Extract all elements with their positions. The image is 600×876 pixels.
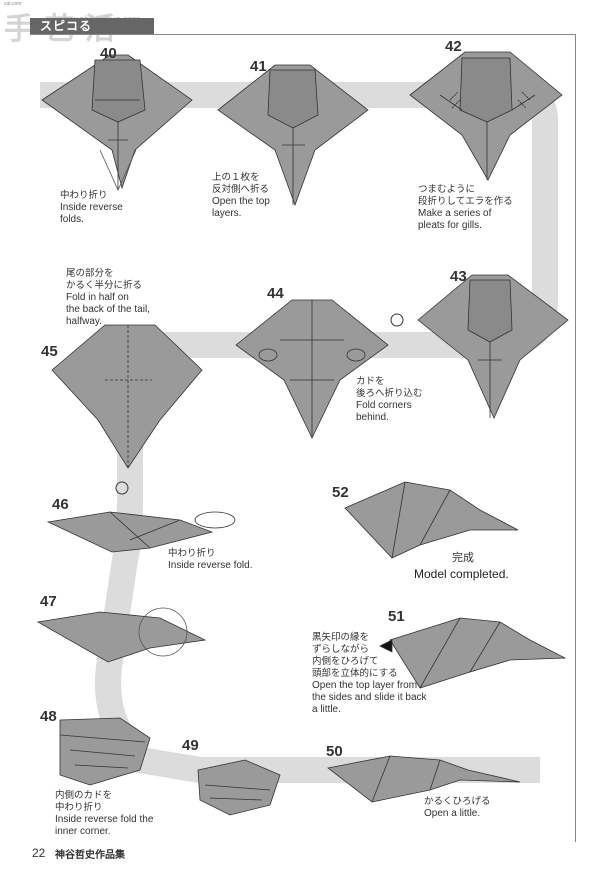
model-step-50 <box>327 755 521 803</box>
caption-jp: カドを 後ろへ折り込む <box>356 376 423 399</box>
model-step-40 <box>41 54 193 191</box>
caption-en: Open the top layer from the sides and sl… <box>312 680 427 715</box>
caption-jp: 上の１枚を 反対側へ折る <box>212 172 270 195</box>
header-bar <box>30 18 154 34</box>
step-number-50: 50 <box>326 743 343 760</box>
step-number-41: 41 <box>250 58 267 75</box>
top-tag: cut.com <box>4 1 22 7</box>
step-number-45: 45 <box>41 343 58 360</box>
caption-en: Make a series of pleats for gills. <box>418 208 492 231</box>
step-number-49: 49 <box>182 737 199 754</box>
step-number-40: 40 <box>100 45 117 62</box>
step-number-42: 42 <box>445 38 462 55</box>
completed-label-en: Model completed. <box>414 567 509 581</box>
caption-jp: 黒矢印の縁を ずらしながら 内側をひろげて 頭部を立体的にする <box>312 632 398 679</box>
model-step-46 <box>46 511 236 553</box>
caption-en: Open the top layers. <box>212 196 270 219</box>
model-step-42 <box>409 51 563 181</box>
caption-en: Inside reverse folds. <box>60 202 123 225</box>
caption-en: Inside reverse fold the inner corner. <box>55 814 154 837</box>
caption-step-46: 中わり折り Inside reverse fold. <box>168 548 253 572</box>
model-step-51 <box>379 617 567 689</box>
caption-en: Open a little. <box>424 808 481 819</box>
caption-jp: つまむように 段折りしてエラを作る <box>418 184 513 207</box>
caption-step-51: 黒矢印の縁を ずらしながら 内側をひろげて 頭部を立体的にする Open the… <box>312 632 427 716</box>
step-number-51: 51 <box>388 608 405 625</box>
caption-jp: かるくひろげる <box>424 796 491 807</box>
model-step-41 <box>217 64 369 207</box>
caption-jp: 中わり折り <box>60 190 108 201</box>
step-number-44: 44 <box>267 285 284 302</box>
caption-en: Inside reverse fold. <box>168 560 253 571</box>
caption-step-42: つまむように 段折りしてエラを作る Make a series of pleat… <box>418 184 513 232</box>
caption-step-41: 上の１枚を 反対側へ折る Open the top layers. <box>212 172 270 220</box>
caption-step-48: 内側のカドを 中わり折り Inside reverse fold the inn… <box>55 790 153 838</box>
step-number-48: 48 <box>40 708 57 725</box>
caption-en: Fold in half on the back of the tail, ha… <box>66 292 150 327</box>
step-number-47: 47 <box>40 593 57 610</box>
model-step-49 <box>197 759 281 816</box>
step-number-46: 46 <box>52 496 69 513</box>
caption-step-40: 中わり折り Inside reverse folds. <box>60 190 123 226</box>
caption-jp: 尾の部分を かるく半分に折る <box>66 268 143 291</box>
top-rule <box>30 34 576 35</box>
step-number-43: 43 <box>450 268 467 285</box>
caption-jp: 内側のカドを 中わり折り <box>55 790 113 813</box>
page-title: スピコる <box>40 19 93 33</box>
model-step-47 <box>36 607 207 663</box>
caption-jp: 中わり折り <box>168 548 216 559</box>
caption-step-44: カドを 後ろへ折り込む Fold corners behind. <box>356 376 423 424</box>
model-step-52 <box>344 481 519 559</box>
caption-step-45: 尾の部分を かるく半分に折る Fold in half on the back … <box>66 268 150 328</box>
book-title: 神谷哲史作品集 <box>55 850 125 861</box>
rotate-icon-43 <box>390 313 404 327</box>
model-step-44 <box>235 299 389 439</box>
page-number: 22 <box>32 846 46 860</box>
completed-label-jp: 完成 <box>452 551 474 564</box>
rotate-icon-46 <box>115 481 129 495</box>
model-step-48 <box>59 717 151 786</box>
right-rule <box>575 34 576 842</box>
model-step-43 <box>417 274 569 419</box>
caption-step-50: かるくひろげる Open a little. <box>424 796 491 820</box>
model-step-45 <box>51 324 203 469</box>
caption-en: Fold corners behind. <box>356 400 412 423</box>
step-number-52: 52 <box>332 484 349 501</box>
